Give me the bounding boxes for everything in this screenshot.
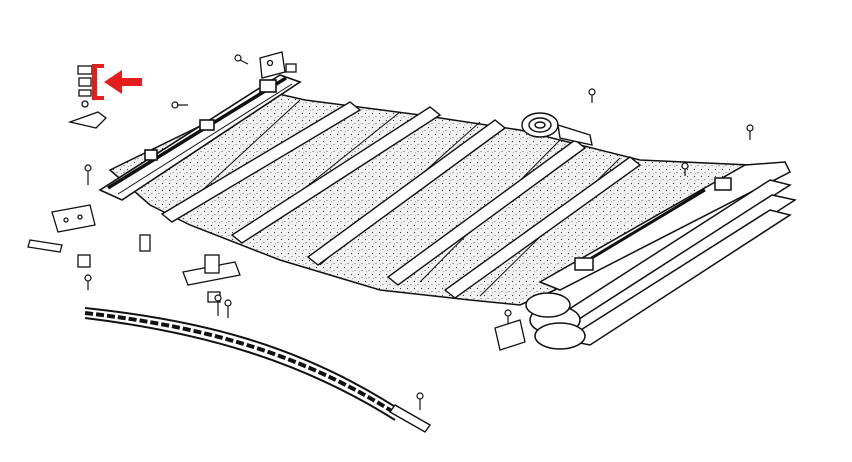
weatherstrip [84, 307, 432, 433]
arrow-icon [104, 70, 142, 94]
roof-bows [160, 101, 642, 299]
red-bracket [92, 64, 104, 100]
screw [416, 392, 424, 410]
screw [171, 101, 188, 109]
front-header-rail [98, 74, 302, 201]
screw [588, 88, 596, 103]
screw [746, 124, 754, 140]
front-hinge-bracket [27, 204, 151, 268]
screw [224, 299, 232, 318]
screw [234, 54, 249, 65]
screw [84, 164, 92, 185]
folded-rear-section [525, 161, 797, 350]
top-hinge-bracket [259, 51, 297, 79]
screw [84, 274, 92, 290]
screw [504, 309, 512, 324]
screw [681, 162, 689, 176]
screws [84, 54, 754, 410]
rolled-strip [521, 112, 593, 146]
rear-hinge-bracket [182, 254, 526, 351]
highlighted-part [67, 65, 107, 129]
screw [214, 294, 222, 316]
